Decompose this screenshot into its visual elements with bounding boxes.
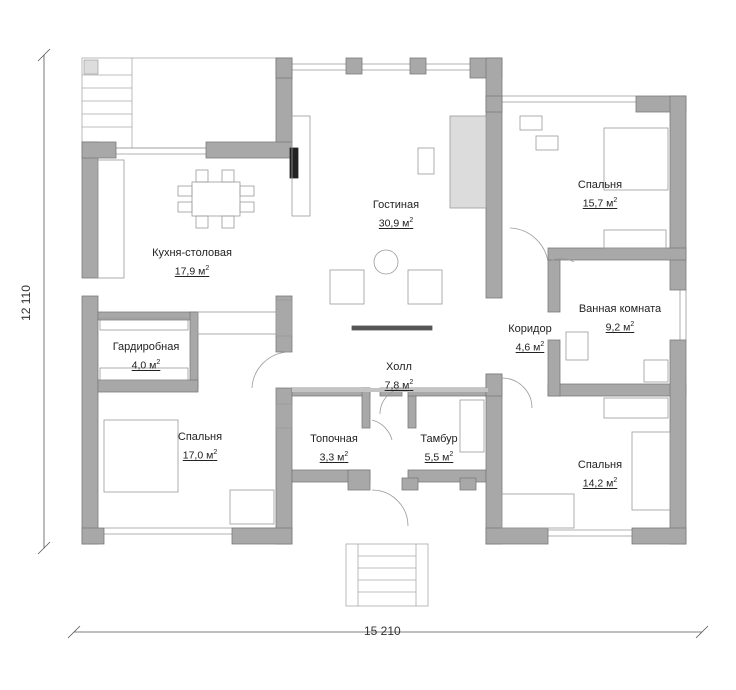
dimension-width: 15 210 <box>364 624 401 638</box>
room-bedroom-se: Спальня 14,2 м2 <box>560 458 640 492</box>
room-hall: Холл 7,8 м2 <box>364 360 434 394</box>
entrance-steps <box>345 543 429 607</box>
room-bedroom-se-name: Спальня <box>577 459 623 471</box>
room-corridor-name: Коридор <box>508 323 552 335</box>
room-corridor: Коридор 4,6 м2 <box>494 322 566 356</box>
room-bathroom-name: Ванная комната <box>578 303 662 315</box>
dimension-height: 12 110 <box>19 285 33 321</box>
room-corridor-area: 4,6 м2 <box>515 341 545 354</box>
room-vestibule-name: Тамбур <box>420 433 458 445</box>
room-wardrobe-name: Гардиробная <box>112 341 180 353</box>
room-living-name: Гостиная <box>372 199 420 211</box>
room-bedroom-ne: Спальня 15,7 м2 <box>560 178 640 212</box>
room-wardrobe-area: 4,0 м2 <box>131 359 161 372</box>
room-bathroom-area: 9,2 м2 <box>605 321 635 334</box>
room-bedroom-ne-name: Спальня <box>577 179 623 191</box>
room-bedroom-ne-area: 15,7 м2 <box>582 197 618 210</box>
dimension-lines <box>37 48 709 639</box>
walls <box>81 57 687 545</box>
room-bedroom-sw: Спальня 17,0 м2 <box>160 430 240 464</box>
room-bedroom-sw-area: 17,0 м2 <box>182 449 218 462</box>
room-living: Гостиная 30,9 м2 <box>356 198 436 232</box>
room-boiler-area: 3,3 м2 <box>319 451 349 464</box>
room-living-area: 30,9 м2 <box>378 217 414 230</box>
room-boiler-name: Топочная <box>310 433 358 445</box>
room-kitchen-name: Кухня-столовая <box>152 247 232 259</box>
room-bathroom: Ванная комната 9,2 м2 <box>566 302 674 336</box>
room-hall-area: 7,8 м2 <box>384 379 414 392</box>
room-hall-name: Холл <box>386 361 412 373</box>
terrace-steps <box>81 57 279 149</box>
furniture <box>97 115 671 529</box>
room-kitchen-area: 17,9 м2 <box>174 265 210 278</box>
room-vestibule: Тамбур 5,5 м2 <box>404 432 474 466</box>
room-wardrobe: Гардиробная 4,0 м2 <box>104 340 188 374</box>
room-kitchen: Кухня-столовая 17,9 м2 <box>132 246 252 280</box>
room-vestibule-area: 5,5 м2 <box>424 451 454 464</box>
room-bedroom-sw-name: Спальня <box>177 431 223 443</box>
room-boiler: Топочная 3,3 м2 <box>298 432 370 466</box>
room-bedroom-se-area: 14,2 м2 <box>582 477 618 490</box>
